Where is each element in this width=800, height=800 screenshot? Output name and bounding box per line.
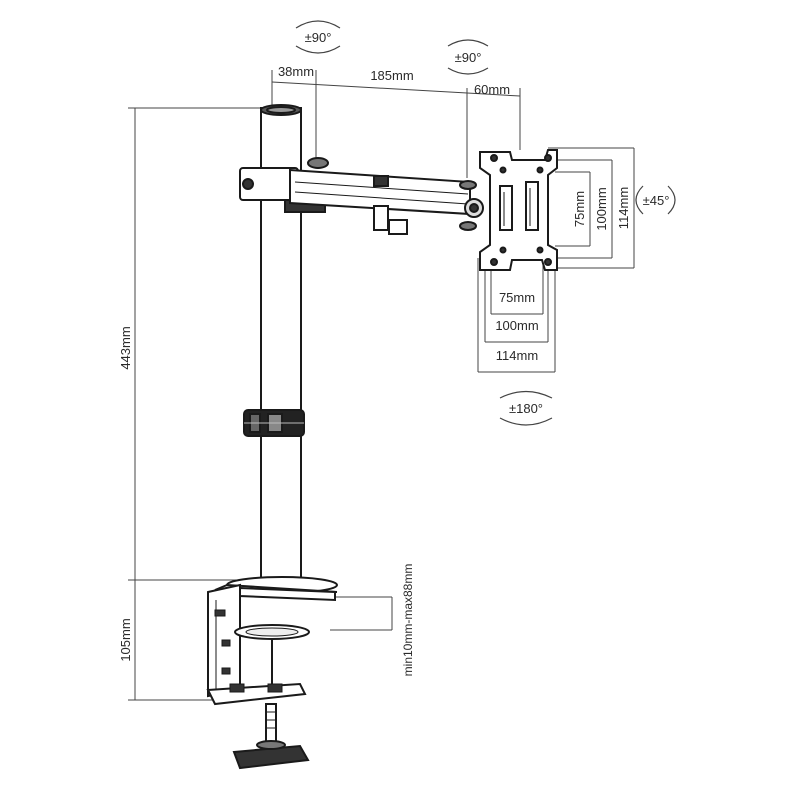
dim-label-v75: 75mm: [572, 191, 587, 227]
pole: [260, 104, 302, 586]
vesa-plate: [479, 149, 558, 271]
dim-label-v114: 114mm: [616, 187, 631, 229]
arm: [239, 157, 484, 235]
dim-label-h114: 114mm: [496, 348, 538, 363]
desk-clamp: [206, 576, 338, 770]
rotation-label-head: ±90°: [455, 50, 482, 65]
dimension-lines: [128, 70, 635, 701]
height-collar: [243, 409, 305, 437]
rotation-label-tilt: ±45°: [643, 193, 670, 208]
dim-label-60: 60mm: [474, 82, 510, 97]
dim-label-185: 185mm: [370, 68, 413, 83]
rotation-label-arm: ±90°: [305, 30, 332, 45]
rotation-symbols: [295, 20, 676, 426]
labels: ±90° ±90° ±45° ±180° 38mm 185mm 60mm 443…: [118, 30, 669, 676]
rotation-label-rotate: ±180°: [509, 401, 543, 416]
dim-label-38: 38mm: [278, 64, 314, 79]
dim-label-105: 105mm: [118, 618, 133, 661]
dim-label-443: 443mm: [118, 326, 133, 369]
dim-label-desk: min10mm-max88mm: [401, 564, 415, 677]
dim-label-h100: 100mm: [495, 318, 538, 333]
dim-label-h75: 75mm: [499, 290, 535, 305]
dim-label-v100: 100mm: [594, 187, 609, 230]
